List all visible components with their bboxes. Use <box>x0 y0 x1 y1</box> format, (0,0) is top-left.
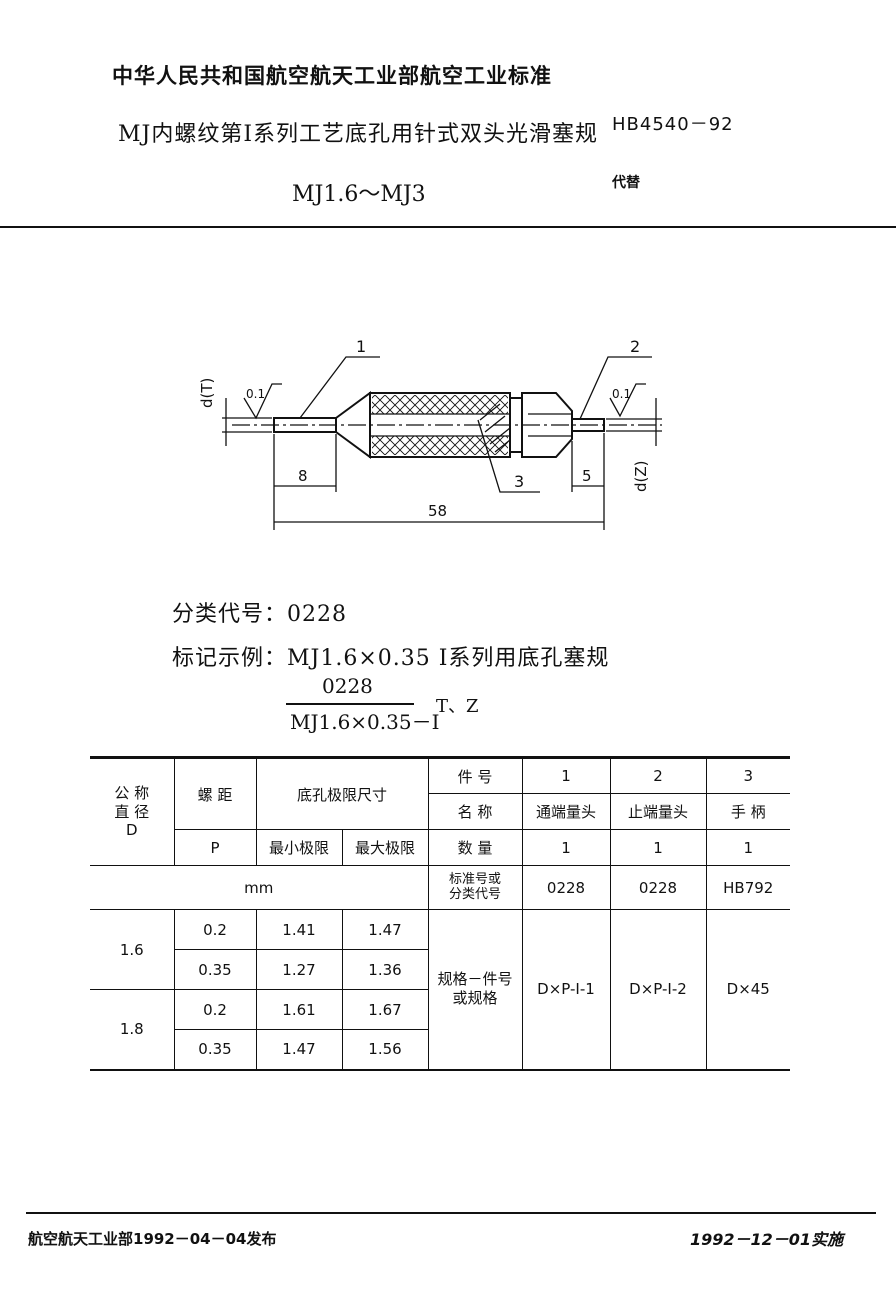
header-standard: 标准号或 分类代号 <box>427 865 523 910</box>
header-divider <box>0 226 896 228</box>
dZ-label: d(Z) <box>632 460 650 492</box>
plug-gauge-drawing: 1 2 3 0.1 0.1 d(T) d(Z) 8 5 58 <box>198 337 662 530</box>
spec-table: 公 称 直 径 D 螺 距 底孔极限尺寸 件 号 1 2 3 名 称 通端量头 … <box>90 756 790 1071</box>
table-row: 1.6 0.2 1.41 1.47 规格－件号 或规格 D×P-Ⅰ-1 D×P-… <box>90 909 790 1071</box>
effective-date: 1992－12－01实施 <box>690 1230 844 1249</box>
part-spec-2: D×P-Ⅰ-2 <box>609 909 707 1071</box>
nominal-diameter: 1.6 <box>90 909 175 990</box>
header-pitch: 螺 距 <box>173 756 257 830</box>
part-qty-3: 1 <box>705 829 790 866</box>
unit-label: mm <box>90 865 429 910</box>
table-row: 0.35 1.27 1.36 <box>90 949 790 990</box>
part-qty-2: 1 <box>609 829 707 866</box>
part-spec-3: D×45 <box>705 909 790 1071</box>
marking-numerator: 0228 <box>322 674 373 698</box>
part-qty-1: 1 <box>521 829 611 866</box>
callout-1: 1 <box>356 337 366 356</box>
part-no-1: 1 <box>521 756 611 794</box>
standard-title: MJ内螺纹第Ⅰ系列工艺底孔用针式双头光滑塞规 <box>118 122 599 147</box>
part-name-1: 通端量头 <box>521 793 611 830</box>
min-limit-value: 1.47 <box>255 1029 343 1071</box>
header-hole-limit: 底孔极限尺寸 <box>255 756 429 830</box>
marking-suffix: T、Z <box>436 696 479 717</box>
header-pitch-symbol: P <box>173 829 257 866</box>
leader-1 <box>299 356 380 419</box>
pitch-value: 0.2 <box>173 909 257 950</box>
standard-code: HB4540－92 <box>612 114 734 135</box>
classification-code: 分类代号：0228 <box>172 602 347 627</box>
pitch-value: 0.35 <box>173 949 257 990</box>
part-no-3: 3 <box>705 756 790 794</box>
part-no-2: 2 <box>609 756 707 794</box>
replace-label: 代替 <box>612 175 640 191</box>
header-part-no: 件 号 <box>427 756 523 794</box>
marking-fraction-line <box>286 703 414 705</box>
dim-5: 5 <box>582 467 592 485</box>
roughness-left <box>243 383 282 420</box>
standard-subtitle: MJ1.6～MJ3 <box>292 182 426 207</box>
section-hatch <box>479 403 511 453</box>
footer-divider <box>26 1212 876 1214</box>
marking-example: 标记示例：MJ1.6×0.35 Ⅰ系列用底孔塞规 <box>172 646 610 671</box>
right-pin <box>572 418 605 432</box>
callout-2: 2 <box>630 337 640 356</box>
part-std-1: 0228 <box>521 865 611 910</box>
roughness-right-value: 0.1 <box>612 387 631 401</box>
leader-3 <box>477 419 540 493</box>
nominal-diameter: 1.8 <box>90 989 175 1071</box>
part-name-3: 手 柄 <box>705 793 790 830</box>
pitch-value: 0.2 <box>173 989 257 1030</box>
handle-knurl-upper <box>372 395 508 414</box>
header-quantity: 数 量 <box>427 829 523 866</box>
leader-2 <box>579 356 652 420</box>
header-min-limit: 最小极限 <box>255 829 343 866</box>
table-row: 0.35 1.47 1.56 <box>90 1029 790 1071</box>
max-limit-value: 1.47 <box>341 909 429 950</box>
roughness-left-value: 0.1 <box>246 387 265 401</box>
table-row: 1.8 0.2 1.61 1.67 <box>90 989 790 1071</box>
header-name: 名 称 <box>427 793 523 830</box>
min-limit-value: 1.41 <box>255 909 343 950</box>
min-limit-value: 1.27 <box>255 949 343 990</box>
right-head <box>521 392 573 458</box>
handle-knurl-lower <box>372 436 508 455</box>
header-nominal-diameter: 公 称 直 径 D <box>90 756 175 866</box>
part-name-2: 止端量头 <box>609 793 707 830</box>
issue-date: 航空航天工业部1992－04－04发布 <box>28 1230 277 1248</box>
min-limit-value: 1.61 <box>255 989 343 1030</box>
marking-denominator: MJ1.6×0.35－Ⅰ <box>290 710 440 734</box>
standard-organization: 中华人民共和国航空航天工业部航空工业标准 <box>112 64 552 88</box>
roughness-right <box>609 383 646 418</box>
max-limit-value: 1.56 <box>341 1029 429 1071</box>
dim-58: 58 <box>428 502 447 520</box>
max-limit-value: 1.67 <box>341 989 429 1030</box>
callout-3: 3 <box>514 472 524 491</box>
part-std-3: HB792 <box>705 865 790 910</box>
max-limit-value: 1.36 <box>341 949 429 990</box>
part-std-2: 0228 <box>609 865 707 910</box>
part-spec-1: D×P-Ⅰ-1 <box>521 909 611 1071</box>
header-spec: 规格－件号 或规格 <box>427 909 523 1071</box>
pitch-value: 0.35 <box>173 1029 257 1071</box>
dim-8: 8 <box>298 467 308 485</box>
dT-label: d(T) <box>198 378 216 408</box>
header-max-limit: 最大极限 <box>341 829 429 866</box>
